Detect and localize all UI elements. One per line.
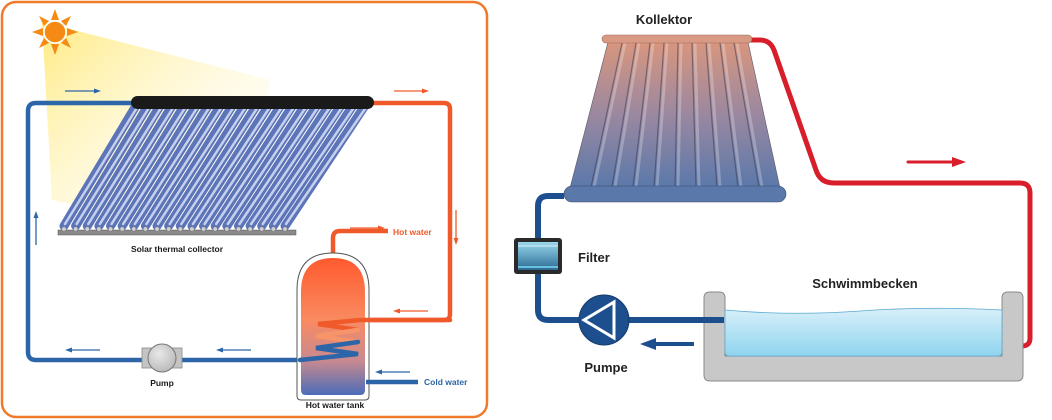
tube-holder [166,226,172,232]
filter-label: Filter [578,250,610,265]
collector-header-manifold [131,96,374,109]
hot-water-outlet-pipe [330,228,388,258]
pool-solar-heating-svg: Kollektor Filter Schwimmbeck [514,12,1033,382]
collector-tube-highlight [87,104,164,226]
collector-stripe [674,42,679,188]
collector-tube-highlight [261,104,345,226]
collector-bottom-manifold [563,185,787,203]
collector-stripe-highlight [655,42,669,188]
collector-stripe-highlight [735,42,764,188]
tube-holder [142,226,148,232]
tube-holder [201,226,207,232]
cold-pipe [535,193,712,323]
tube-holder [270,226,276,232]
collector-stripe [691,42,697,188]
pool-label: Schwimmbecken [812,276,918,291]
flow-arrow-icon [640,338,694,350]
sun-icon [32,9,78,55]
tube-holder [154,226,160,232]
tube-holder [131,226,137,232]
flow-arrow-icon [906,157,966,167]
tube-holder [236,226,241,232]
flow-arrow-icon [33,211,39,245]
hot-pipe [748,37,1033,349]
collector-tube-highlight [110,104,188,226]
tube-holder [119,226,125,232]
collector-stripe [590,42,623,188]
cold-water-label: Cold water [424,377,468,387]
flow-arrow-icon [375,369,410,375]
pool-collector [563,34,787,203]
solar-water-heater-diagram: Solar thermal collector Hot water Cold w… [0,0,490,420]
pumpe-label: Pumpe [584,360,627,375]
collector-stripe-highlight [634,42,655,188]
flow-arrow-icon [453,210,459,245]
tube-holder [73,226,79,232]
collector-stripe [705,42,718,188]
collector-tube-highlight [121,104,200,226]
collector-stripe-highlight [693,42,701,188]
flow-arrow-icon [65,347,100,353]
tube-holder [96,226,102,232]
tube-holder [61,226,67,232]
pool-solar-heating-diagram: Kollektor Filter Schwimmbeck [490,0,1052,420]
collector-stripe-highlight [721,42,743,188]
collector-stripe [719,42,739,188]
swimming-pool [703,291,1024,382]
collector-stripe [733,42,760,188]
pump-label: Pump [150,378,174,388]
tube-holder [247,226,253,232]
flow-arrow-icon [393,308,428,314]
collector-stripe-highlight [592,42,627,188]
collector-tube-highlight [63,104,140,226]
collector-tube-highlight [284,104,369,226]
hot-water-tank [296,252,453,401]
pump-icon [578,294,630,346]
collector-tube-highlight [133,104,212,226]
collector-tube-highlight [226,104,308,226]
collector-stripe [632,42,651,188]
collector-stripe [611,42,637,188]
collector-stripe-highlight [707,42,722,188]
tube-holder [212,226,218,232]
solar-water-heater-svg: Solar thermal collector Hot water Cold w… [0,0,489,419]
tank-label: Hot water tank [306,400,365,410]
collector-tube-highlight [145,104,224,226]
collector-tube-highlight [238,104,321,226]
flow-arrow-icon [65,88,101,94]
kollektor-label: Kollektor [636,12,692,27]
collector-tube-highlight [203,104,284,226]
tube-holder [259,226,265,232]
collector-tubes [59,99,371,232]
collector-stripe-highlight [676,42,683,188]
collector-stripe-highlight [613,42,641,188]
filter-icon [514,238,562,274]
hot-water-label: Hot water [393,227,432,237]
collector-tube-highlight [273,104,357,226]
tube-holder [84,226,90,232]
tube-holder [224,226,230,232]
tube-holder [282,226,288,232]
tube-holder [189,226,195,232]
tube-holder [177,226,183,232]
collector-tube-highlight [75,104,152,226]
collector-tube-highlight [249,104,333,226]
collector-tube-highlight [156,104,236,226]
collector-tube-highlight [180,104,260,226]
pump-icon [141,343,183,373]
coil-icon [297,317,453,363]
tube-holder [108,226,113,232]
flow-arrow-icon [216,347,251,353]
collector-top-manifold [601,34,753,44]
flow-arrow-icon [394,88,429,94]
collector-base-rail [57,229,297,236]
solar-thermal-collector [57,96,374,236]
collector-stripes [590,42,764,188]
collector-label: Solar thermal collector [131,244,224,254]
collector-tube-highlight [214,104,296,226]
collector-tube-highlight [191,104,272,226]
collector-stripe [653,42,665,188]
collector-tube-highlight [98,104,176,226]
collector-tube-highlight [168,104,248,226]
